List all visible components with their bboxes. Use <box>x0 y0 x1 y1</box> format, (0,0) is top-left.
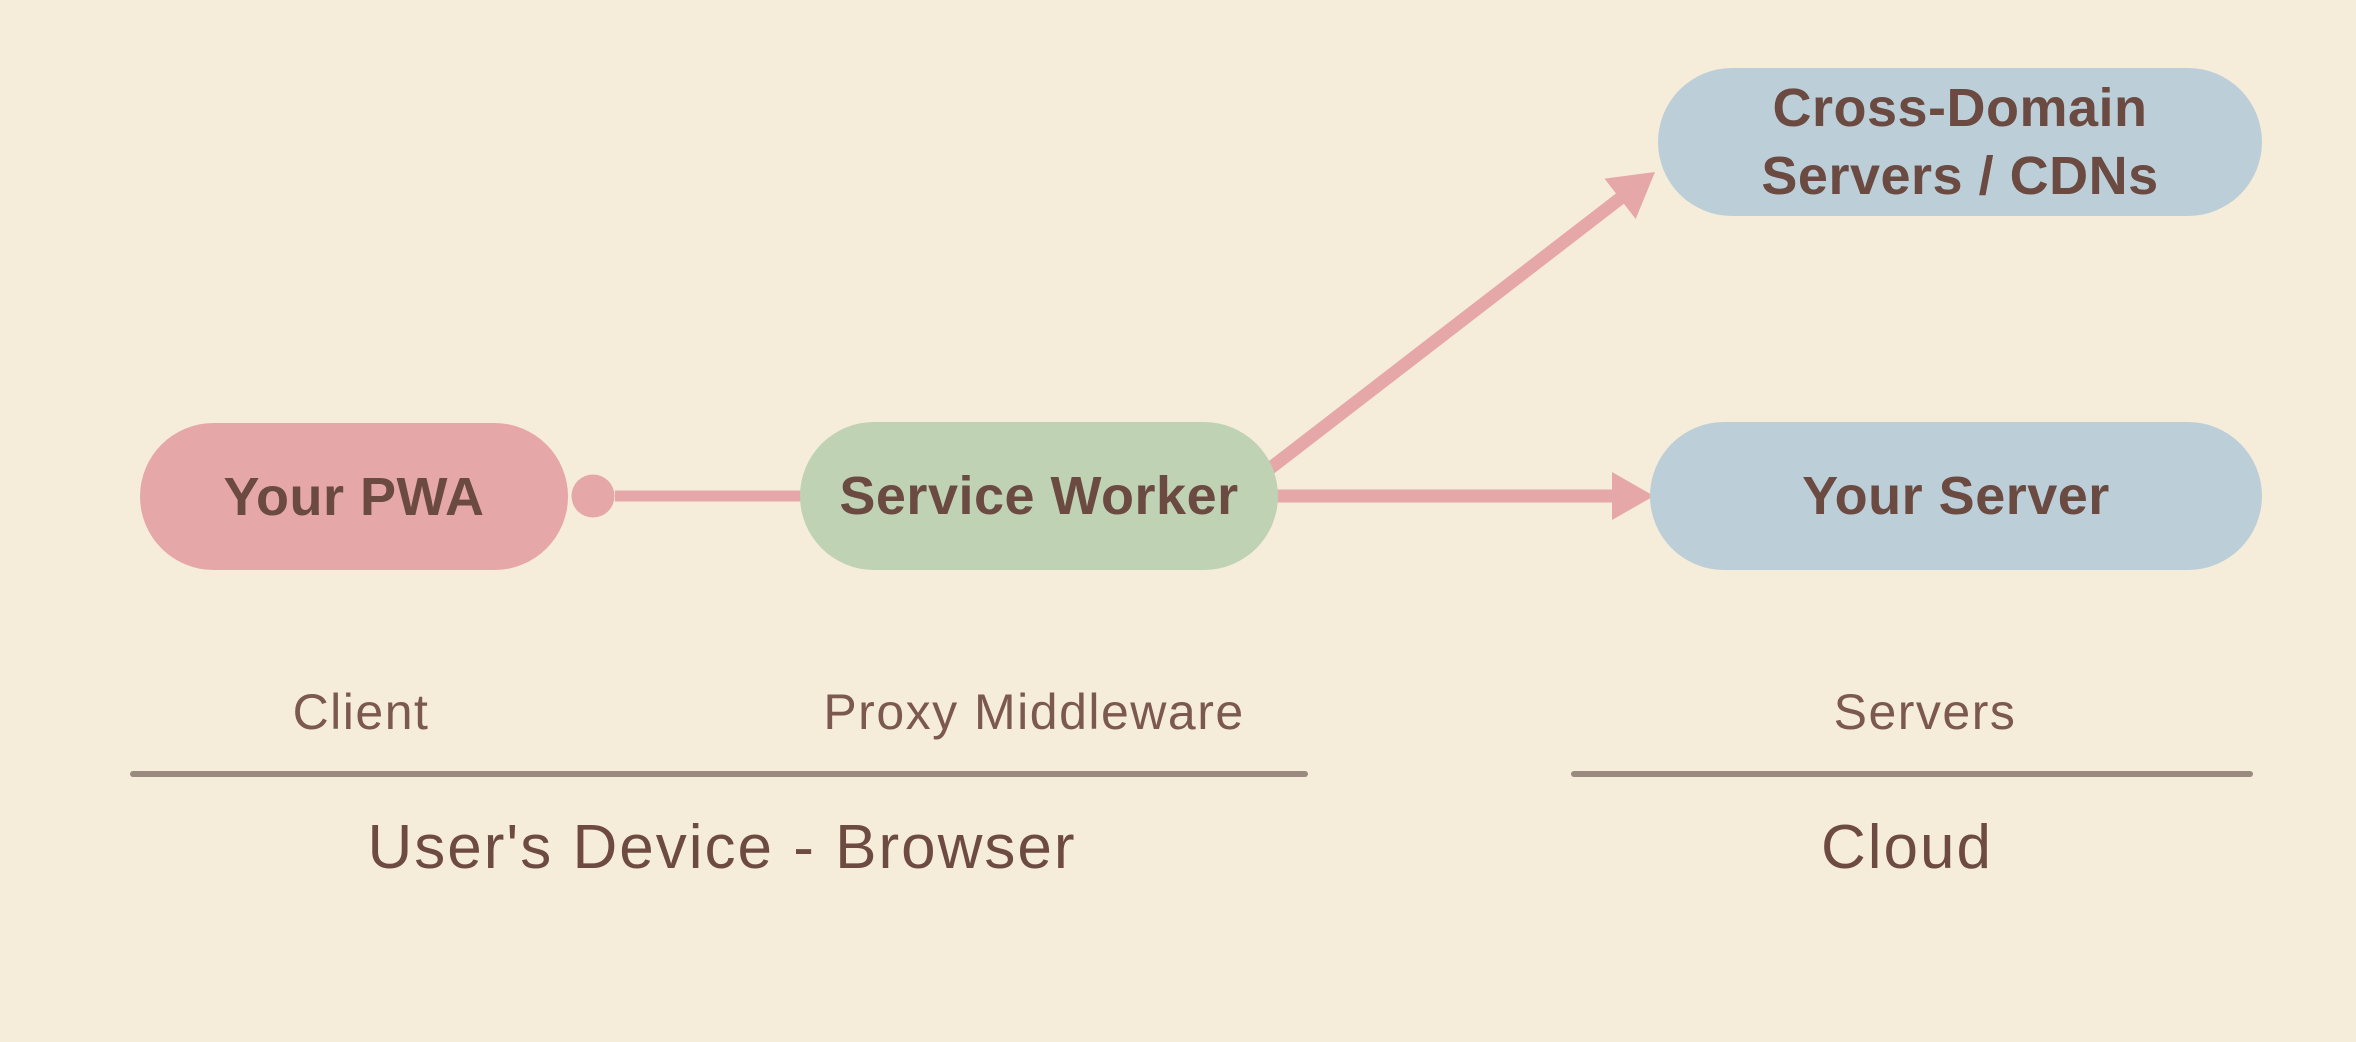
arrow-service-worker-to-your-server <box>1272 472 1654 520</box>
node-cross-domain-label-line2: Servers / CDNs <box>1761 146 2159 206</box>
label-cloud: Cloud <box>1821 813 1993 882</box>
node-your-server-label: Your Server <box>1802 466 2110 526</box>
node-your-pwa: Your PWA <box>140 423 568 570</box>
node-your-server: Your Server <box>1650 422 2262 570</box>
arrow-shaft-diagonal <box>1264 191 1626 476</box>
node-service-worker: Service Worker <box>800 422 1278 570</box>
node-cross-domain-label-line1: Cross-Domain <box>1772 78 2148 138</box>
connector-dot <box>571 474 615 518</box>
label-servers: Servers <box>1833 684 2017 740</box>
node-your-pwa-label: Your PWA <box>223 466 485 527</box>
label-client: Client <box>292 684 430 740</box>
divider-cloud <box>1571 771 2253 777</box>
arrowhead-right-icon <box>1612 472 1654 520</box>
label-proxy-middleware: Proxy Middleware <box>823 684 1245 740</box>
node-cross-domain-servers: Cross-Domain Servers / CDNs <box>1658 68 2262 216</box>
arrowhead-up-right-icon <box>1604 172 1655 219</box>
node-service-worker-label: Service Worker <box>839 466 1239 526</box>
arrow-service-worker-to-cross-domain <box>1264 172 1655 476</box>
divider-user-device <box>130 771 1308 777</box>
connector-pwa-to-service-worker <box>571 474 802 518</box>
label-user-device-browser: User's Device - Browser <box>367 813 1077 882</box>
